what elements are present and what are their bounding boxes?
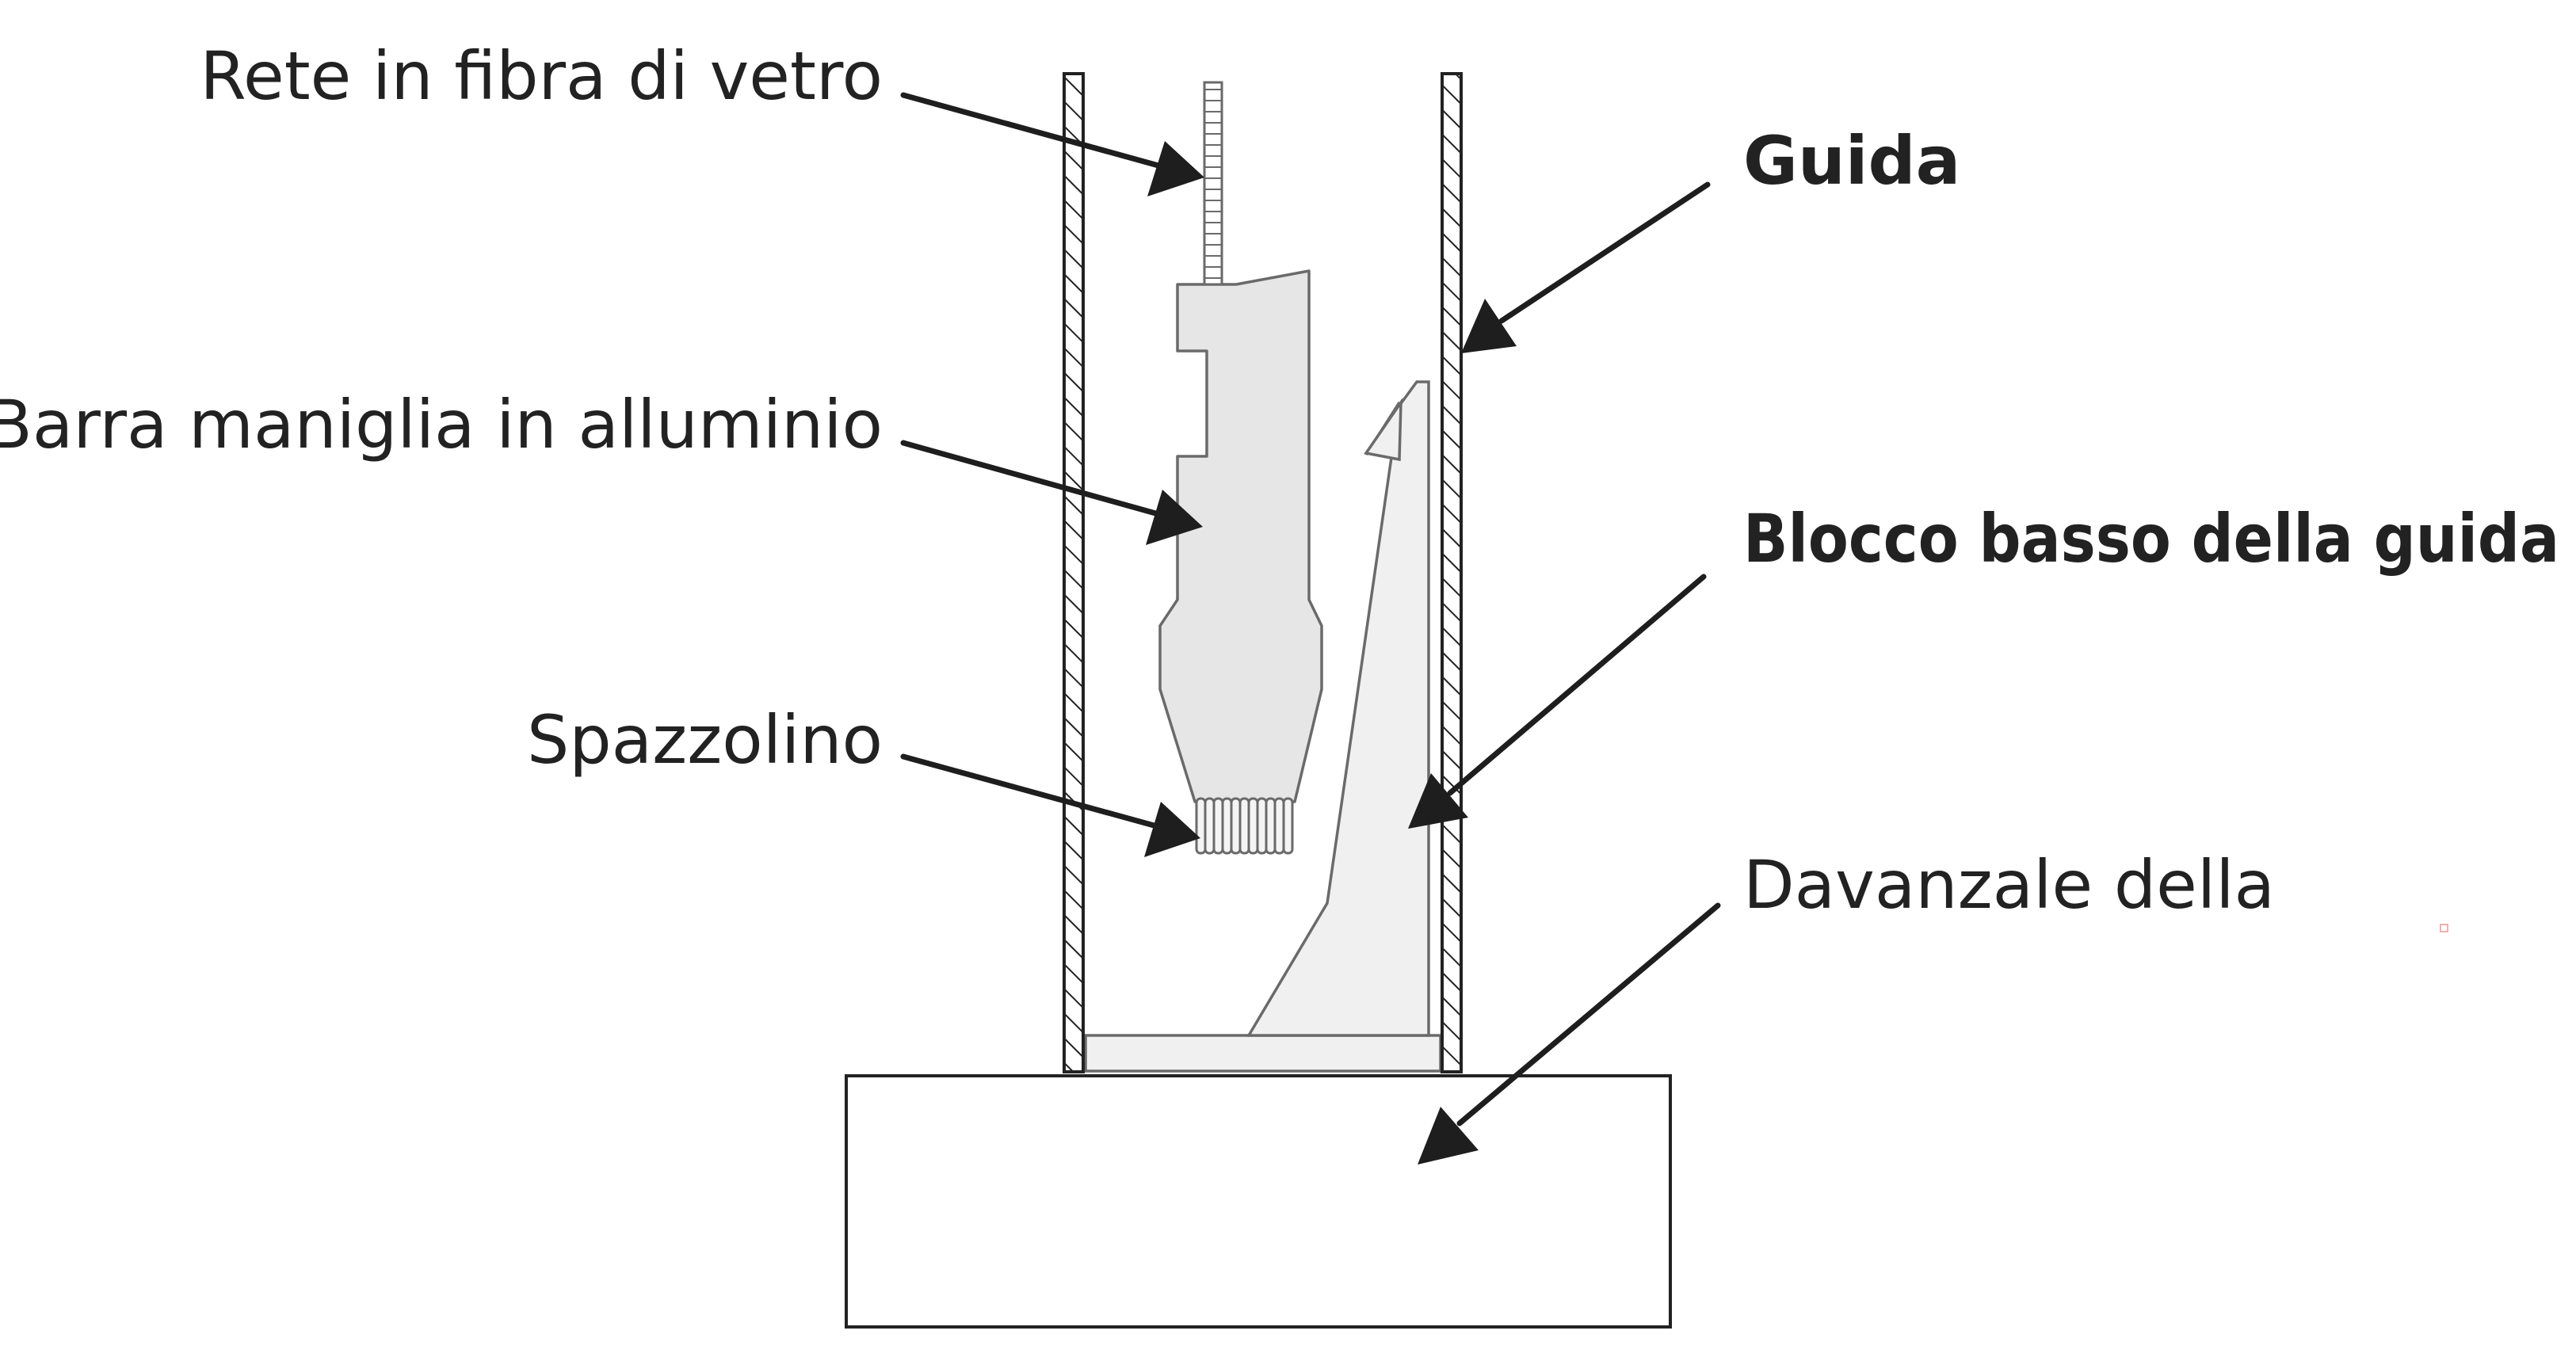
fiberglass-mesh [1203, 81, 1223, 286]
guide-bottom-plate [1084, 1034, 1442, 1073]
arrow-icon [1146, 490, 1203, 545]
leader-handle-bar [900, 440, 1203, 545]
arrow-icon [1144, 802, 1200, 857]
leader-brush [900, 753, 1200, 857]
arrow-icon [1461, 299, 1517, 353]
leader-guide [1461, 181, 1711, 353]
guide-low-block-tip [1364, 398, 1402, 462]
label-guide-low-block: Blocco basso della guida [1743, 500, 2559, 578]
leader-sill [1418, 902, 1721, 1165]
guide-left-wall [1063, 72, 1085, 1073]
leader-mesh [900, 92, 1204, 196]
label-fiberglass-mesh: Rete in fibra di vetro [200, 37, 883, 115]
label-brush: Spazzolino [527, 701, 883, 779]
label-window-sill: Davanzale della [1743, 846, 2275, 924]
brush [1195, 797, 1294, 855]
leader-guide-block [1408, 574, 1707, 829]
arrow-icon [1147, 141, 1204, 196]
window-sill [845, 1074, 1672, 1329]
guide-right-wall [1441, 72, 1463, 1073]
label-aluminium-handle-bar: Barra maniglia in alluminio [0, 386, 883, 463]
arrow-icon [1408, 773, 1468, 829]
aluminium-handle-bar [1158, 269, 1323, 803]
stray-mark [2440, 924, 2448, 932]
arrow-icon [1418, 1107, 1479, 1165]
label-guide: Guida [1743, 122, 1960, 200]
